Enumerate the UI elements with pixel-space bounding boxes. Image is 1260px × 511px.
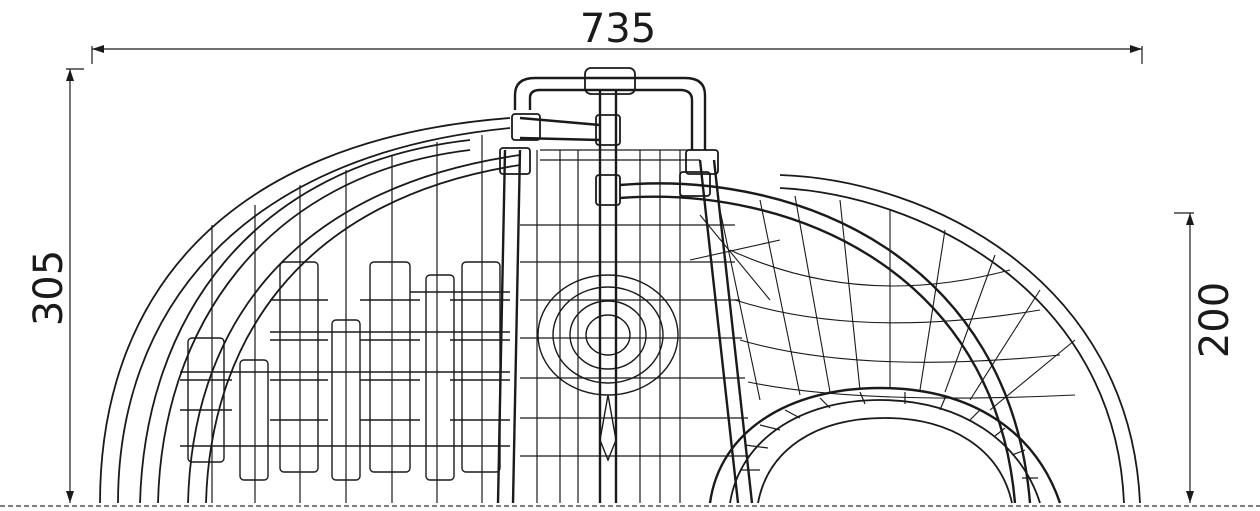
height-dimension-label: 305 — [26, 250, 72, 326]
net-height-dimension: 200 — [1174, 212, 1238, 503]
width-dimension-label: 735 — [580, 6, 656, 52]
tunnel-ring — [708, 386, 1062, 504]
tower-grid — [520, 149, 750, 503]
right-arches — [619, 171, 1141, 504]
net-height-dimension-label: 200 — [1192, 282, 1238, 358]
tower-net-panel — [537, 274, 679, 462]
climbing-grips — [180, 261, 510, 481]
width-dimension: 735 — [91, 6, 1143, 64]
height-dimension: 305 — [26, 68, 84, 503]
rope-net — [689, 195, 1076, 411]
left-arches — [99, 117, 521, 504]
left-vertical-poles — [211, 135, 483, 503]
central-tower — [496, 67, 754, 504]
